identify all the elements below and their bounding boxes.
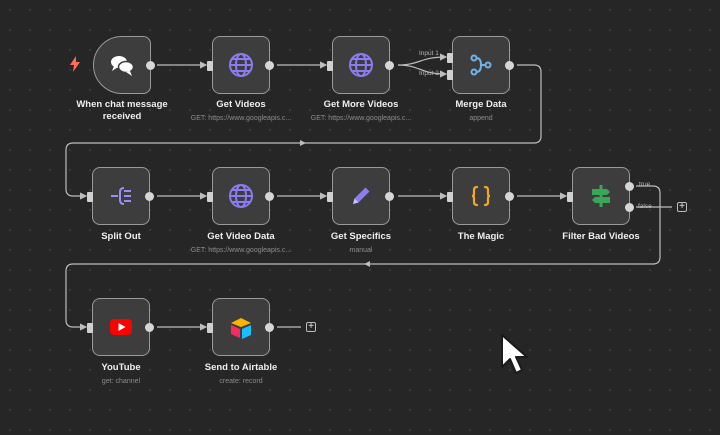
chat-bubbles-icon (111, 56, 135, 76)
input-label-2: Input 2 (419, 70, 439, 77)
output-port[interactable] (505, 192, 514, 201)
node-title: Get Videos (216, 99, 266, 110)
edge-filter-true-to-youtube[interactable] (65, 185, 661, 331)
node-split-out[interactable] (87, 167, 154, 225)
node-title: When chat message received (76, 99, 168, 122)
true-output-label: true (639, 181, 651, 188)
node-the-magic[interactable] (447, 167, 514, 225)
globe-icon (229, 53, 253, 77)
node-get-videos[interactable] (207, 36, 274, 94)
output-port-false[interactable] (625, 203, 634, 212)
output-port[interactable] (145, 323, 154, 332)
merge-branch-icon (470, 54, 492, 76)
mouse-cursor-icon (501, 334, 528, 374)
output-port[interactable] (265, 192, 274, 201)
lightning-bolt-icon (70, 56, 80, 72)
edge-get-more-videos-to-merge-input-1[interactable] (397, 53, 448, 66)
node-subtitle: GET: https://www.googleapis.c... (310, 115, 412, 122)
output-port[interactable] (265, 61, 274, 70)
output-port-true[interactable] (625, 182, 634, 191)
input-port[interactable] (87, 192, 93, 202)
output-port[interactable] (265, 323, 274, 332)
node-title: Send to Airtable (204, 362, 278, 373)
node-title: Get Specifics (330, 231, 392, 242)
input-port[interactable] (567, 192, 573, 202)
node-send-to-airtable[interactable] (207, 298, 274, 356)
filter-signpost-icon (592, 185, 610, 207)
node-subtitle: manual (349, 247, 373, 254)
input-label-1: Input 1 (419, 50, 439, 57)
add-node-button[interactable]: + (306, 322, 316, 332)
input-port[interactable] (447, 192, 453, 202)
node-filter-bad-videos[interactable] (567, 167, 634, 225)
node-title: Split Out (101, 231, 141, 242)
output-port[interactable] (146, 61, 155, 70)
split-out-icon (111, 187, 131, 205)
node-get-more-videos[interactable] (327, 36, 394, 94)
node-chat-trigger[interactable] (93, 36, 155, 94)
node-subtitle: get: channel (101, 378, 141, 385)
input-port-1[interactable] (447, 53, 453, 63)
output-port[interactable] (385, 192, 394, 201)
node-title: Get Video Data (207, 231, 275, 242)
youtube-logo-icon (110, 319, 132, 335)
add-node-button[interactable]: + (677, 202, 687, 212)
input-port-2[interactable] (447, 70, 453, 80)
node-subtitle: append (469, 115, 493, 122)
input-port[interactable] (207, 192, 213, 202)
input-port[interactable] (327, 192, 333, 202)
node-title: Filter Bad Videos (562, 231, 640, 242)
output-port[interactable] (505, 61, 514, 70)
input-port[interactable] (87, 323, 93, 333)
input-port[interactable] (207, 323, 213, 333)
input-port[interactable] (207, 61, 213, 71)
input-port[interactable] (327, 61, 333, 71)
node-subtitle: GET: https://www.googleapis.c... (190, 115, 292, 122)
node-get-specifics[interactable] (327, 167, 394, 225)
output-port[interactable] (145, 192, 154, 201)
node-get-video-data[interactable] (207, 167, 274, 225)
node-subtitle: GET: https://www.googleapis.c... (190, 247, 292, 254)
globe-icon (349, 53, 373, 77)
node-subtitle: create: record (219, 378, 263, 385)
pencil-icon (353, 187, 370, 204)
node-merge-data[interactable] (447, 36, 514, 94)
globe-icon (229, 184, 253, 208)
output-port[interactable] (385, 61, 394, 70)
edge-get-more-videos-to-merge-input-2[interactable] (397, 64, 448, 78)
node-youtube[interactable] (87, 298, 154, 356)
node-title: Get More Videos (323, 99, 399, 110)
node-title: The Magic (457, 231, 505, 242)
airtable-logo-icon (231, 318, 251, 339)
node-title: Merge Data (455, 99, 507, 110)
node-title: YouTube (101, 362, 141, 373)
curly-braces-icon (471, 185, 491, 207)
false-output-label: false (638, 203, 652, 210)
